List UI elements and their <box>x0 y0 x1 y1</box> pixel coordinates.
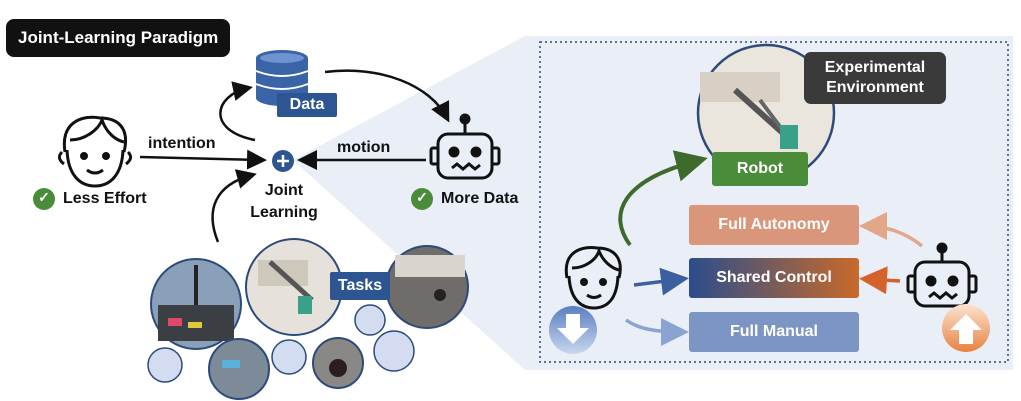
arrow-to-shared-control <box>633 267 689 296</box>
motion-label: motion <box>337 139 391 156</box>
less-effort-label: Less Effort <box>63 190 147 207</box>
mode-shared-control: Shared Control <box>689 258 859 298</box>
task-slot-empty <box>271 339 307 375</box>
arrow-robot-to-shared <box>859 266 901 295</box>
operator-face-icon <box>564 246 622 310</box>
right-panel-border <box>539 41 1009 363</box>
task-photo-5 <box>312 337 364 389</box>
page-title: Joint-Learning Paradigm <box>6 19 231 57</box>
tasks-label: Tasks <box>330 272 390 300</box>
arrow-to-full-manual <box>624 317 689 346</box>
task-slot-empty <box>354 304 386 336</box>
mode-full-autonomy: Full Autonomy <box>689 205 859 245</box>
check-icon-left <box>33 188 55 210</box>
check-glyph-left: ✓ <box>38 189 50 205</box>
task-photo-1 <box>150 258 242 350</box>
arrow-data-to-robot <box>324 69 450 123</box>
task-photo-3 <box>385 245 469 329</box>
experimental-environment-text: Experimental Environment <box>824 59 926 96</box>
task-slot-empty <box>373 330 415 372</box>
experimental-environment-label: Experimental Environment <box>804 52 946 104</box>
joint-node-icon <box>272 150 294 172</box>
task-slot-empty <box>147 347 183 383</box>
data-label: Data <box>277 93 337 117</box>
arrow-to-data <box>219 81 256 142</box>
robot-label: Robot <box>712 152 808 186</box>
joint-learning-label: Joint Learning <box>250 182 318 221</box>
intention-label: intention <box>148 135 216 152</box>
task-photo-4 <box>208 338 270 400</box>
check-glyph-right: ✓ <box>416 189 428 205</box>
arrow-to-robot <box>618 150 708 247</box>
robot-photo <box>696 43 836 183</box>
robot-face-icon <box>429 113 501 180</box>
effort-down-icon <box>549 306 597 354</box>
autonomy-up-icon <box>942 304 990 352</box>
task-photo-2 <box>245 238 343 336</box>
mode-full-manual: Full Manual <box>689 312 859 352</box>
human-face-icon <box>57 115 133 188</box>
more-data-label: More Data <box>441 190 519 207</box>
check-icon-right <box>411 188 433 210</box>
intention-arrow <box>139 149 267 170</box>
arrow-robot-to-autonomy <box>859 212 924 248</box>
autonomy-robot-icon <box>906 242 978 308</box>
arrow-tasks-to-center <box>211 169 257 243</box>
